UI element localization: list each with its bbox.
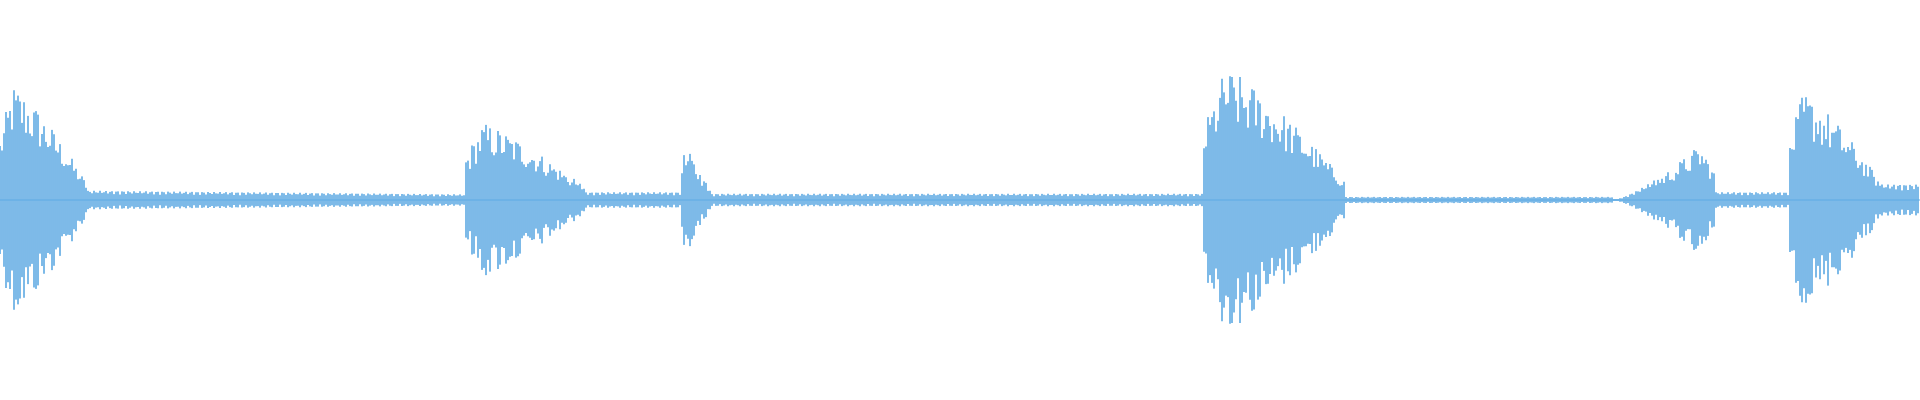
waveform-bars [0,76,1920,324]
